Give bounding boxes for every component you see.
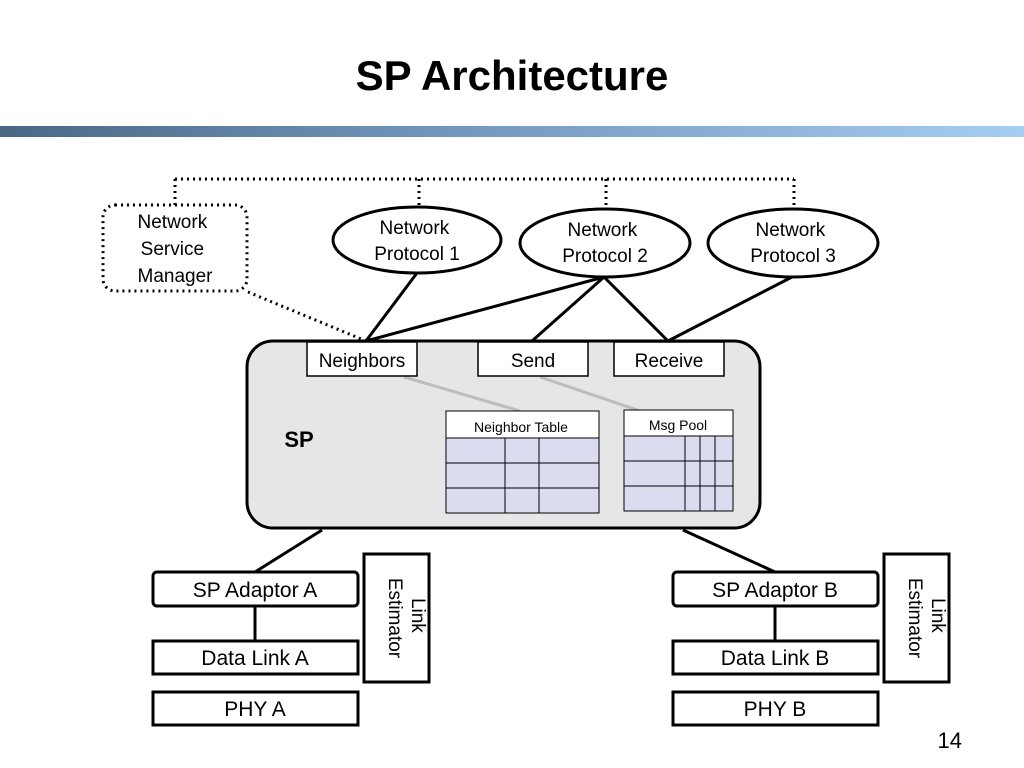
phy-b-label: PHY B — [744, 698, 807, 721]
sp-adaptor-b-label: SP Adaptor B — [712, 579, 838, 602]
phy-a-label: PHY A — [224, 698, 285, 721]
link-estimator-a-box — [362, 552, 431, 684]
link-p2-receive — [602, 275, 670, 343]
network-protocol-2: Network Protocol 2 — [518, 207, 692, 279]
neighbor-table: Neighbor Table — [445, 410, 600, 514]
neighbor-table-header — [445, 410, 600, 439]
neighbor-table-grid — [446, 438, 599, 513]
protocol-1-line-1: Network — [380, 218, 450, 239]
link-estimator-b-line-1: Link — [927, 598, 948, 633]
neighbor-table-label: Neighbor Table — [474, 419, 568, 435]
neighbor-table-body — [445, 437, 600, 514]
nsm-line-2: Service — [141, 239, 204, 260]
link-p2-neighbors — [365, 275, 605, 343]
send-port-label: Send — [511, 351, 555, 372]
data-link-b-box — [671, 639, 880, 676]
protocol-3-line-1: Network — [756, 220, 826, 241]
nsm-line-1: Network — [138, 212, 208, 233]
msg-pool-grid — [624, 436, 733, 511]
data-link-b-label: Data Link B — [721, 647, 830, 670]
network-protocol-2-ellipse — [518, 207, 692, 279]
neighbors-port-box — [306, 341, 418, 377]
phy-a-box — [151, 690, 360, 727]
send-to-pool-link — [539, 375, 641, 413]
svg-text:Network Service Ma: Network Service Manager — [138, 212, 214, 287]
data-link-a-box — [151, 639, 360, 676]
link-p1-neighbors — [364, 272, 419, 342]
svg-text:Network Protocol 1: Network Protocol 1 — [374, 218, 460, 265]
neighbors-port-label: Neighbors — [319, 351, 406, 372]
link-estimator-a-line-1: Link — [407, 598, 428, 633]
msg-pool-body — [623, 435, 734, 512]
svg-text:Network Protocol 2: Network Protocol 2 — [562, 220, 648, 267]
send-port-box — [477, 341, 589, 377]
link-estimator-a-text: Link Estimator — [384, 578, 428, 659]
management-links — [173, 177, 796, 343]
receive-port: Receive — [613, 341, 725, 377]
sp-adaptor-a-box — [151, 570, 360, 608]
sp-to-adaptor-b-link — [682, 528, 776, 574]
protocol-1-line-2: Protocol 1 — [374, 244, 460, 265]
stack-b: SP Adaptor B Data Link B PHY B Link Esti… — [671, 552, 951, 727]
link-estimator-b-line-2: Estimator — [904, 578, 925, 659]
phy-b-box — [671, 690, 880, 727]
title-divider — [0, 126, 1024, 137]
network-protocol-1-ellipse — [331, 205, 503, 275]
protocol-links — [364, 272, 793, 343]
network-service-manager: Network Service Manager — [101, 203, 249, 293]
msg-pool: Msg Pool — [623, 409, 734, 512]
link-estimator-b-text: Link Estimator — [904, 578, 948, 659]
network-protocol-3: Network Protocol 3 — [706, 207, 880, 279]
link-estimator-a-line-2: Estimator — [384, 578, 405, 659]
protocol-3-line-2: Protocol 3 — [750, 246, 836, 267]
sp-adaptor-b-box — [671, 570, 880, 608]
protocol-2-line-1: Network — [568, 220, 638, 241]
protocol-2-line-2: Protocol 2 — [562, 246, 648, 267]
receive-port-box — [613, 341, 725, 377]
network-protocol-3-ellipse — [706, 207, 880, 279]
network-service-manager-box — [101, 203, 249, 293]
svg-text:Network Protocol 3: Network Protocol 3 — [750, 220, 836, 267]
network-protocol-1: Network Protocol 1 — [331, 205, 503, 275]
nsm-line-3: Manager — [138, 266, 214, 287]
link-estimator-b-box — [882, 552, 951, 684]
link-p2-send — [531, 275, 605, 343]
stack-a: SP Adaptor A Data Link A PHY A Link Esti… — [151, 552, 431, 727]
neighbors-port: Neighbors — [306, 341, 418, 377]
sp-label: SP — [284, 427, 313, 452]
msg-pool-label: Msg Pool — [649, 417, 707, 433]
manager-to-neighbors-link — [247, 290, 367, 343]
slide-title: SP Architecture — [355, 52, 669, 99]
sp-adaptor-a-label: SP Adaptor A — [193, 579, 318, 602]
neighbors-to-table-link — [403, 375, 521, 413]
send-port: Send — [477, 341, 589, 377]
sp-to-adaptor-a-link — [254, 528, 323, 574]
sp-block: SP Neighbors Send Receive Neighbor Table — [245, 339, 762, 530]
receive-port-label: Receive — [635, 351, 704, 372]
page-number: 14 — [937, 728, 962, 753]
link-p3-receive — [667, 275, 793, 343]
data-link-a-label: Data Link A — [201, 647, 308, 670]
